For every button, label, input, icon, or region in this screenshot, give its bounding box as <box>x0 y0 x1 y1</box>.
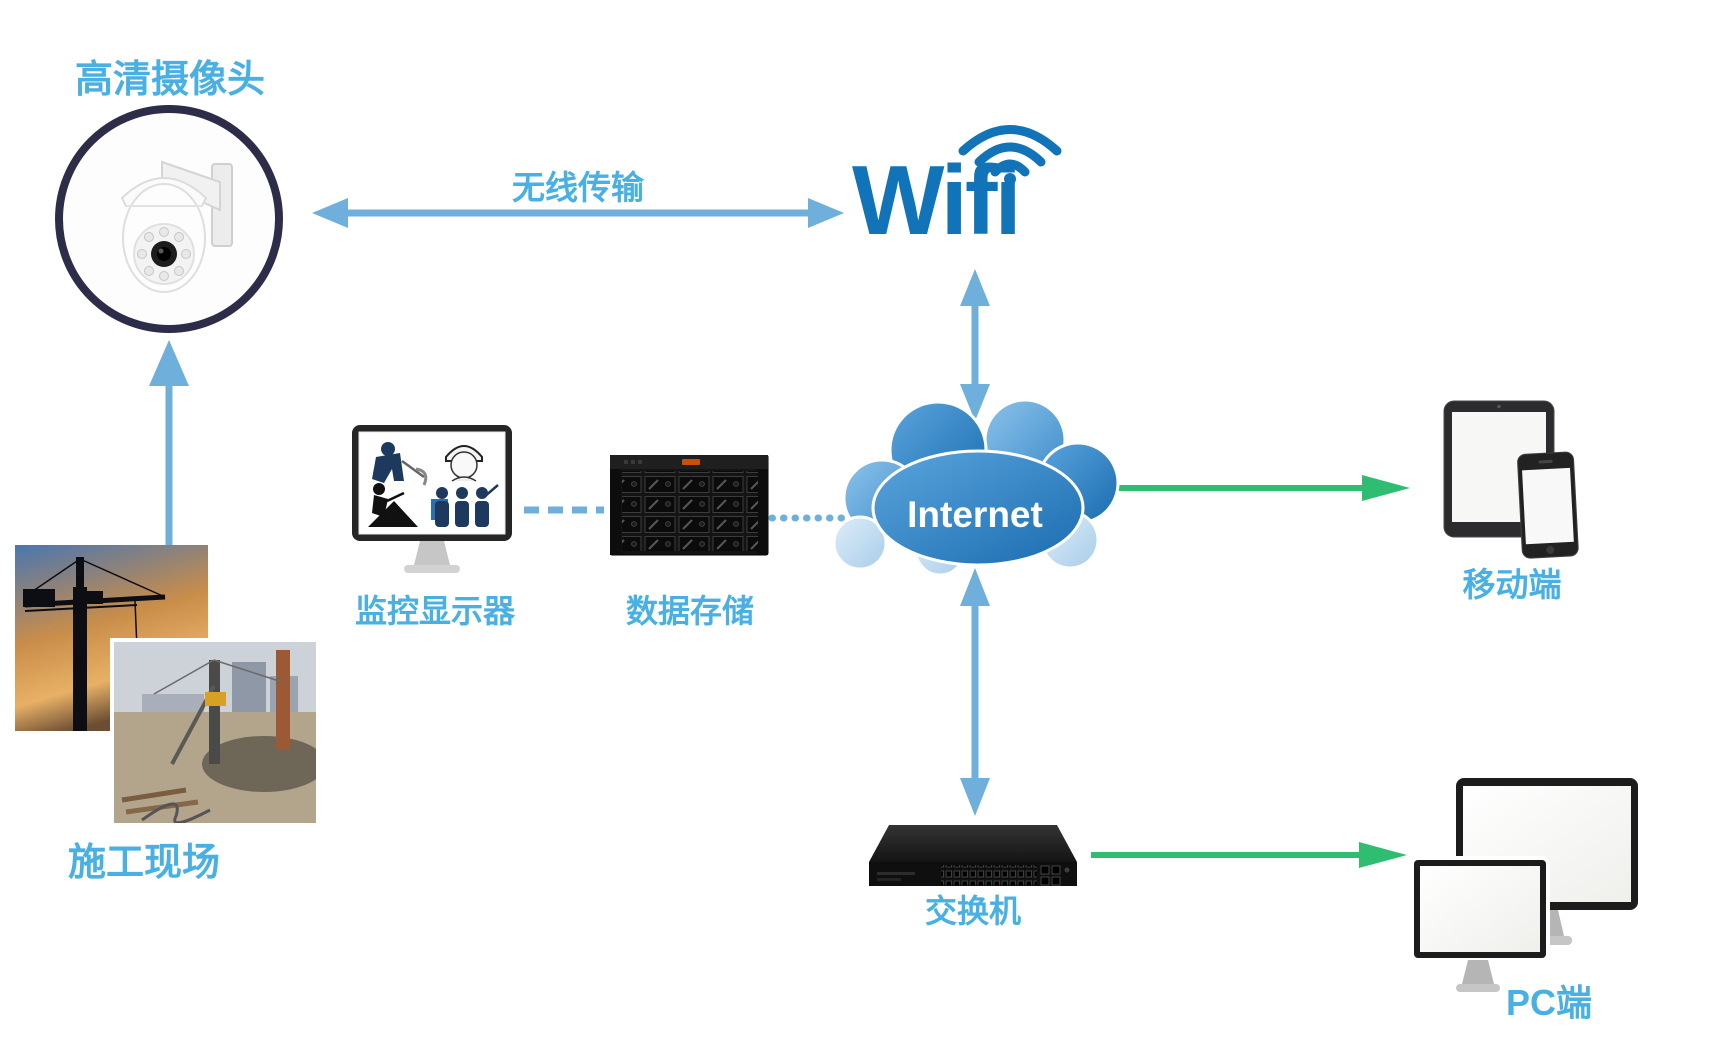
wireless-link-label: 无线传输 <box>512 169 644 206</box>
internet-cloud-icon: Internet <box>832 398 1120 577</box>
mobile-label: 移动端 <box>1462 566 1562 603</box>
internet-mobile-arrow <box>1098 475 1410 501</box>
construction-workers-clipart <box>368 442 499 527</box>
monitor-storage-dashed-link <box>524 506 604 514</box>
internet-cloud-text: Internet <box>907 494 1043 535</box>
site-label: 施工现场 <box>68 842 221 884</box>
rack-server-icon <box>610 455 769 556</box>
monitor-label: 监控显示器 <box>354 593 515 629</box>
pc-label: PC端 <box>1505 982 1592 1023</box>
ptz-camera-icon <box>55 105 283 333</box>
server-brand-badge <box>682 459 700 465</box>
storage-label: 数据存储 <box>625 593 754 629</box>
site-camera-arrow <box>149 340 189 546</box>
camera-label: 高清摄像头 <box>75 59 266 101</box>
switch-pc-arrow <box>1091 842 1407 868</box>
network-switch-icon <box>869 825 1077 886</box>
internet-switch-double-arrow <box>960 568 990 816</box>
wifi-internet-double-arrow <box>960 269 990 421</box>
switch-label: 交换机 <box>924 893 1021 929</box>
surveillance-monitor-icon <box>352 425 512 573</box>
wifi-signal-icon <box>958 125 1062 185</box>
construction-photo-excavation <box>110 638 320 827</box>
camera-wifi-double-arrow <box>312 198 844 228</box>
ptz-camera-drawing <box>120 160 233 293</box>
pc-monitor-small-icon <box>1410 856 1550 992</box>
wifi-logo-text: Wifi <box>852 145 1022 255</box>
phone-icon <box>1517 451 1579 559</box>
